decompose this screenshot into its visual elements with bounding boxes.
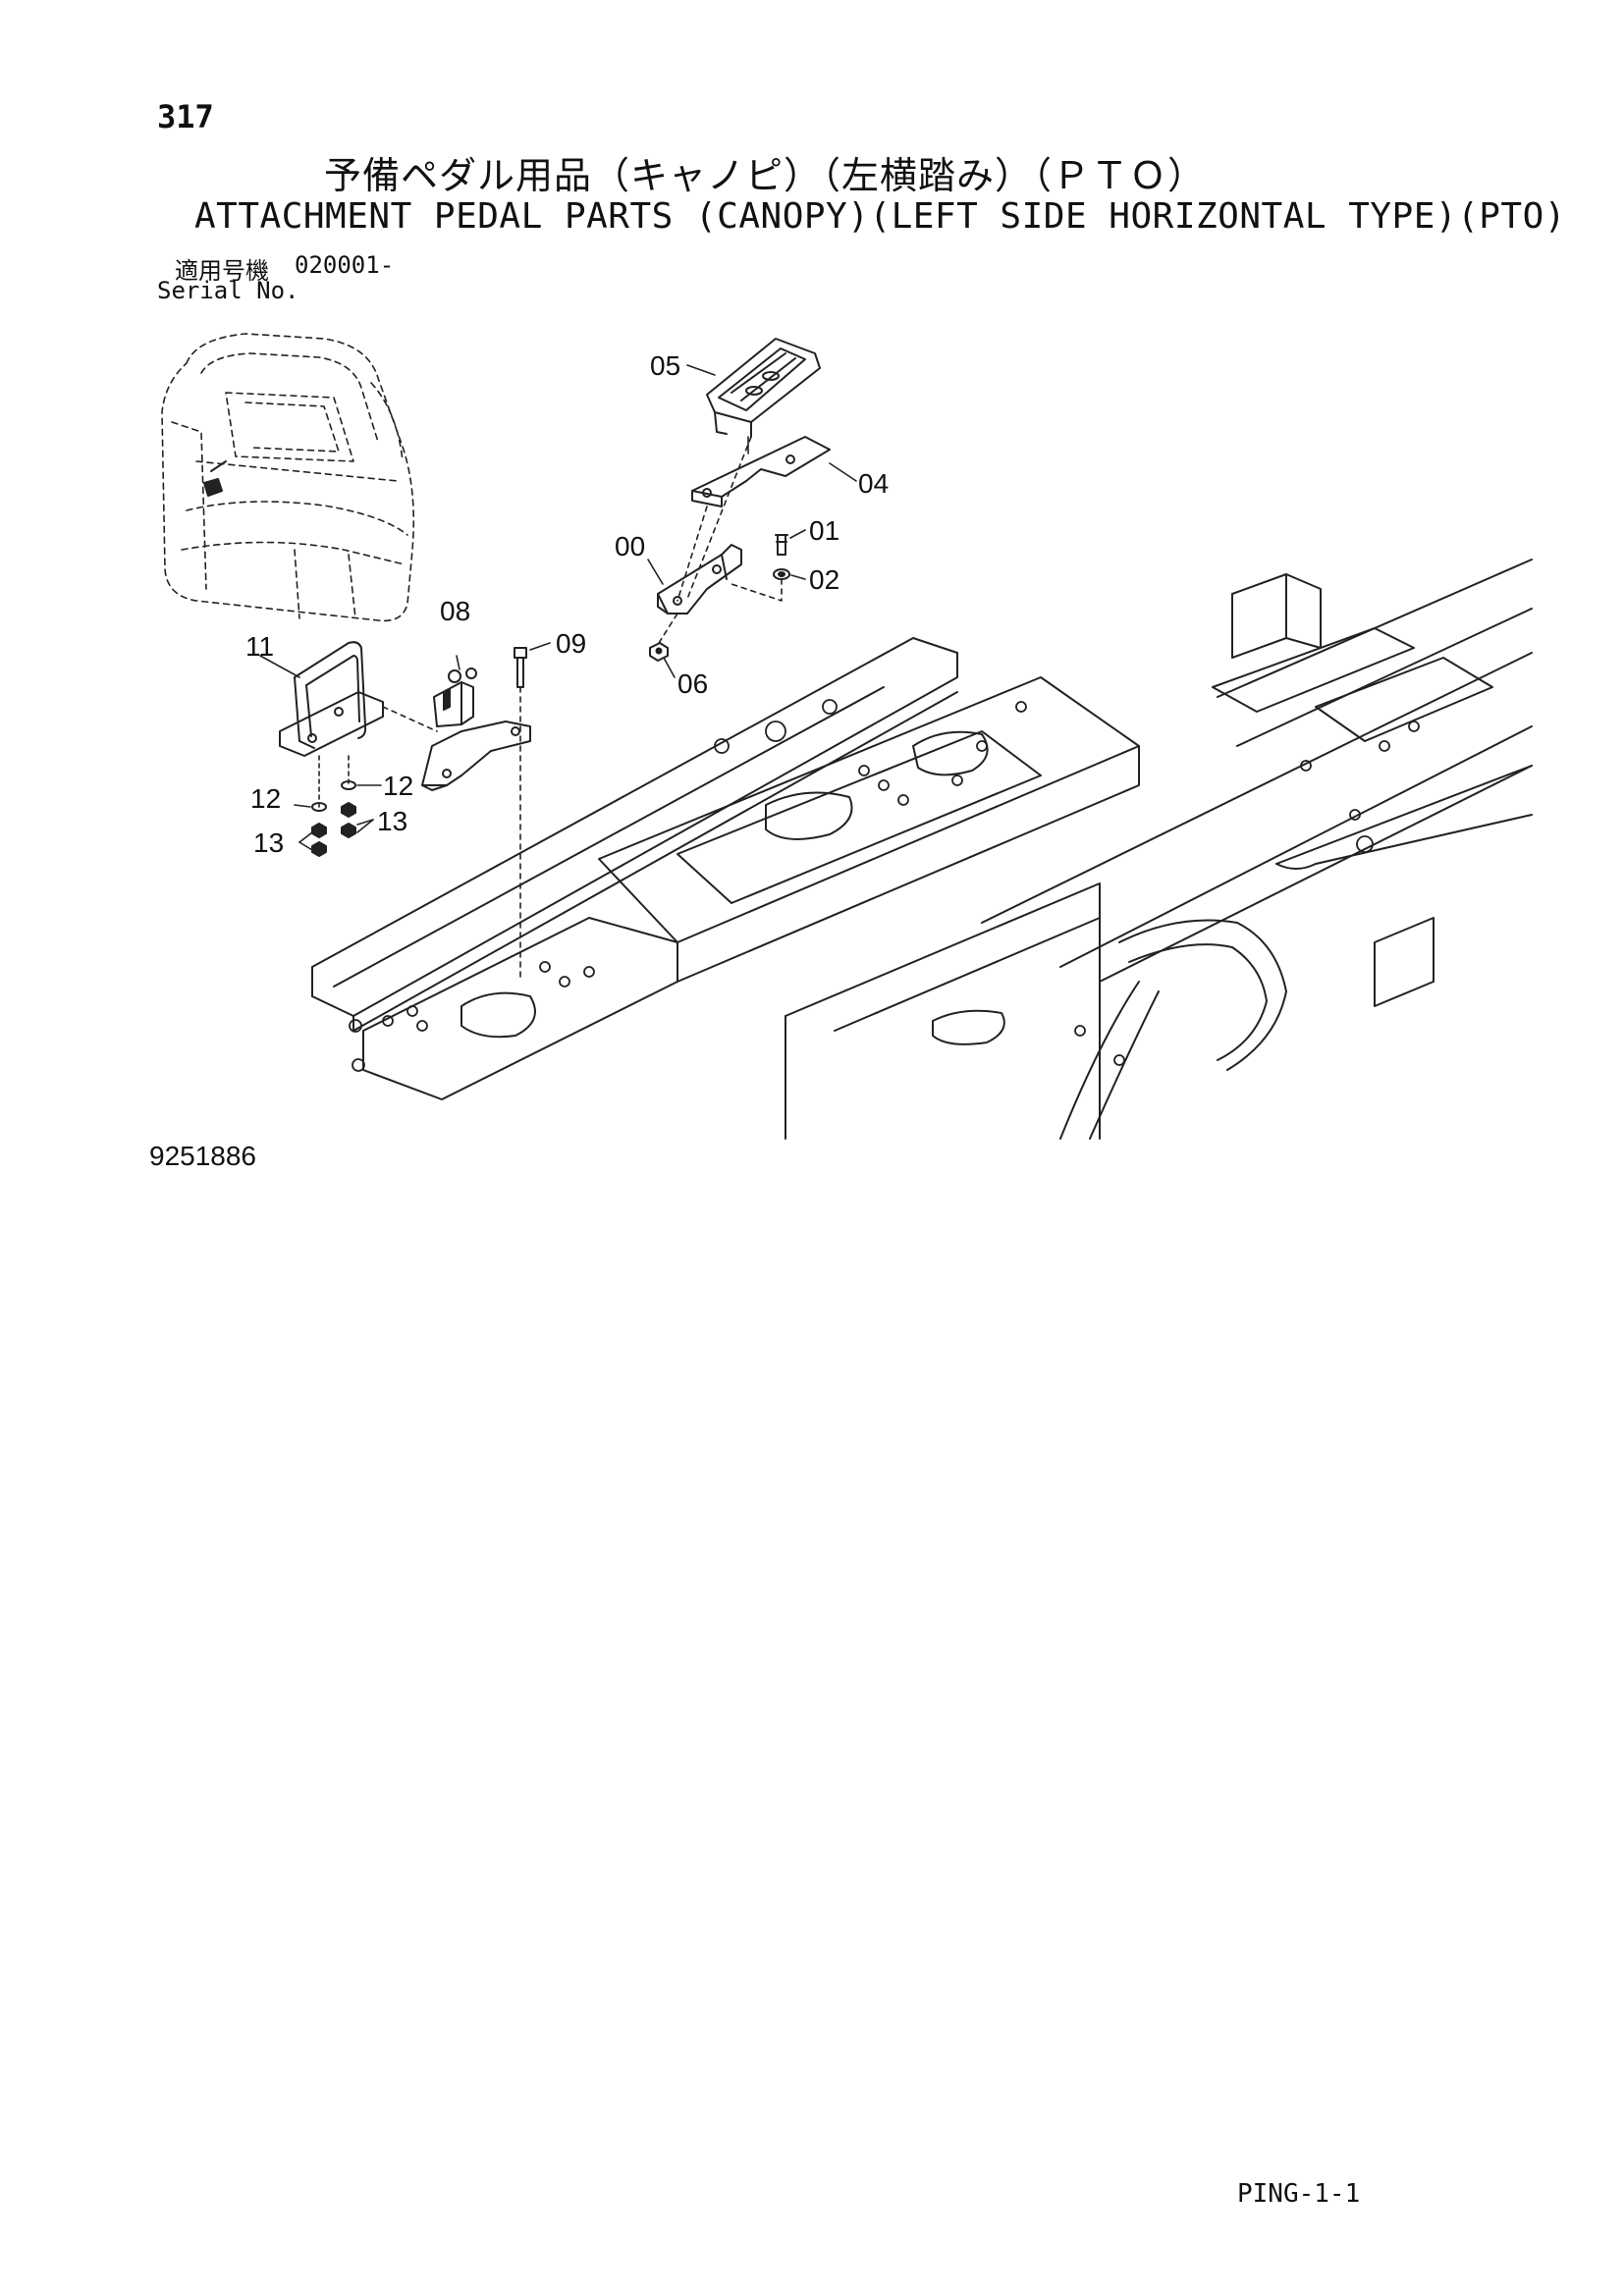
callout-00: 00 — [615, 531, 645, 561]
callout-04: 04 — [858, 468, 889, 499]
callout-06: 06 — [677, 668, 708, 699]
page-reference: PING-1-1 — [1237, 2179, 1361, 2209]
part-12-13-fasteners — [311, 780, 356, 857]
callout-02: 02 — [809, 564, 839, 595]
callout-13-left: 13 — [253, 828, 284, 858]
callout-01: 01 — [809, 515, 839, 546]
figure-number: 9251886 — [149, 1141, 257, 1171]
callout-05: 05 — [650, 350, 680, 381]
canopy-inset — [161, 333, 415, 622]
part-04-bracket-plate — [691, 436, 831, 507]
canopy-pedal-marker — [203, 460, 227, 497]
machine-frame — [311, 559, 1533, 1140]
frame-holes — [349, 699, 1420, 1072]
part-06-nut — [649, 642, 669, 662]
serial-value: 020001- — [295, 251, 395, 279]
page-number: 317 — [157, 98, 214, 135]
callout-09: 09 — [556, 628, 586, 659]
callout-labels: 05 04 01 00 02 06 08 09 11 12 12 13 13 — [245, 350, 889, 858]
callout-13-right: 13 — [377, 806, 407, 836]
serial-label-english: Serial No. — [157, 277, 299, 304]
parts-diagram: 05 04 01 00 02 06 08 09 11 12 12 13 13 — [161, 333, 1533, 1140]
title-english: ATTACHMENT PEDAL PARTS (CANOPY)(LEFT SID… — [194, 196, 1566, 237]
serial-label-japanese: 適用号機 — [175, 257, 269, 285]
part-09-bolt — [514, 647, 527, 688]
callout-12-right: 12 — [383, 771, 413, 801]
callout-08: 08 — [440, 596, 470, 626]
part-01-bolt — [775, 534, 788, 556]
part-05-pedal-pad — [706, 338, 821, 438]
callout-11: 11 — [245, 631, 274, 662]
part-00-mounting-bracket — [657, 544, 742, 614]
leader-lines — [259, 364, 857, 983]
callout-12-left: 12 — [250, 783, 281, 814]
part-08-switch-bracket — [421, 667, 531, 791]
title-japanese: 予備ペダル用品（キャノピ）（左横踏み）（ＰＴＯ） — [324, 154, 1207, 197]
part-02-washer — [773, 568, 790, 580]
part-11-handle — [279, 641, 384, 757]
